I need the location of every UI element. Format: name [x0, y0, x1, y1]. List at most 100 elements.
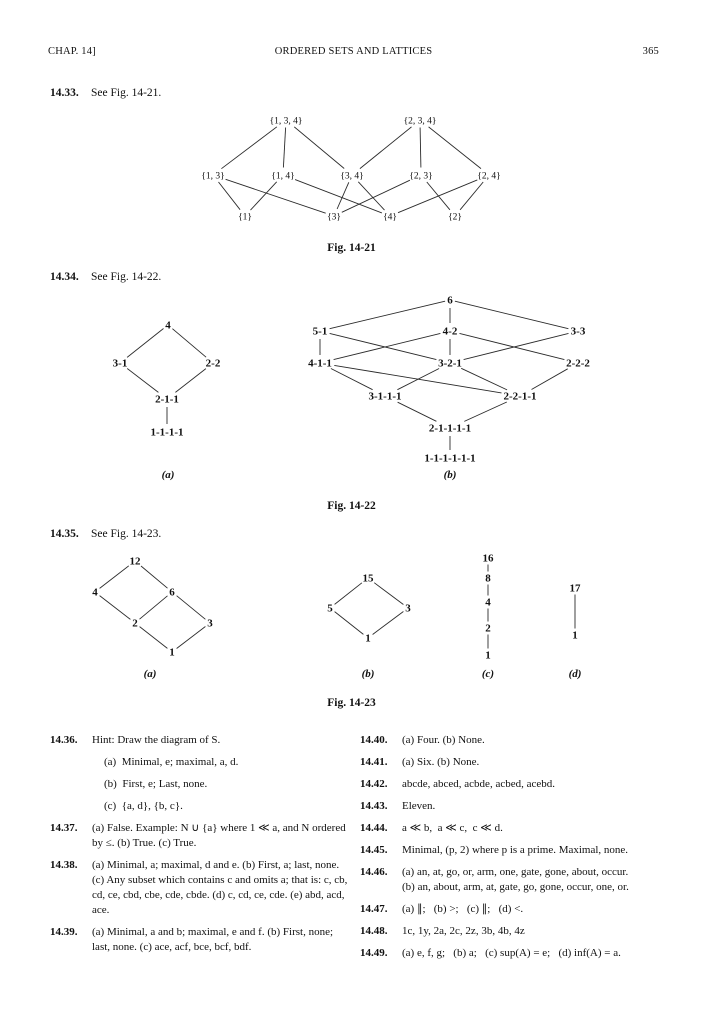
- problem-text: See Fig. 14-21.: [91, 87, 162, 99]
- hasse-node-label: {4}: [383, 213, 397, 223]
- hasse-node-label: 2-1-1: [155, 394, 179, 406]
- hasse-node-label: 2: [132, 618, 138, 630]
- hasse-edge: [357, 181, 385, 211]
- problem-number: 14.34.: [50, 271, 79, 283]
- hasse-node-label: 5-1: [313, 326, 328, 338]
- solution-line: (a) Minimal, a and b; maximal, e and f. …: [92, 926, 336, 953]
- problem-text: See Fig. 14-22.: [91, 271, 162, 283]
- hasse-edge: [139, 595, 168, 620]
- hasse-node-label: 4: [92, 587, 98, 599]
- solution-line: (a) ∥; (b) >; (c) ∥; (d) <.: [402, 903, 524, 915]
- solution-number: 14.45.: [360, 844, 388, 856]
- hasse-node-label: {3}: [327, 213, 341, 223]
- figure-caption-14-22: Fig. 14-22: [327, 500, 376, 512]
- hasse-edge: [397, 368, 440, 391]
- subfigure-label-22a: (a): [161, 469, 175, 481]
- hasse-edge: [175, 368, 207, 393]
- hasse-node-label: 8: [485, 573, 491, 585]
- solution-item: 14.47. (a) ∥; (b) >; (c) ∥; (d) <.: [360, 902, 662, 917]
- solution-text: (a) False. Example: N ∪ {a} where 1 ≪ a,…: [92, 821, 350, 851]
- hasse-edge: [225, 178, 326, 214]
- solution-line: (b) an, about, arm, at, gate, go, gone, …: [402, 881, 629, 893]
- problem-number: 14.35.: [50, 528, 79, 540]
- hasse-edge: [372, 611, 404, 635]
- hasse-edge: [140, 565, 168, 589]
- hasse-node-label: 1: [485, 650, 491, 662]
- hasse-node-label: {3, 4}: [340, 172, 363, 182]
- solution-text: (a) an, at, go, or, arm, one, gate, gone…: [402, 865, 662, 895]
- hasse-node-label: {2, 3, 4}: [404, 117, 437, 127]
- hasse-edge: [294, 179, 383, 214]
- hasse-edge: [341, 179, 411, 213]
- solution-item: 14.37.(a) False. Example: N ∪ {a} where …: [50, 821, 350, 851]
- solution-text: (a) ∥; (b) >; (c) ∥; (d) <.: [402, 902, 662, 917]
- solution-item: 14.40.(a) Four. (b) None.: [360, 733, 662, 748]
- solutions-left-column: 14.36.Hint: Draw the diagram of S.(a) Mi…: [50, 733, 350, 962]
- hasse-edge: [172, 328, 207, 358]
- solution-number: 14.49.: [360, 947, 388, 959]
- solution-text: (a) e, f, g; (b) a; (c) sup(A) = e; (d) …: [402, 946, 662, 961]
- solution-text: Hint: Draw the diagram of S.(a) Minimal,…: [92, 733, 350, 814]
- solution-text: Eleven.: [402, 799, 662, 814]
- solution-number: 14.48.: [360, 925, 388, 937]
- solution-number: 14.38.: [50, 859, 78, 871]
- solution-line: (a) Six. (b) None.: [402, 756, 480, 768]
- hasse-edge: [126, 328, 164, 358]
- hasse-edge: [333, 332, 441, 361]
- solution-item: 14.49. (a) e, f, g; (b) a; (c) sup(A) = e…: [360, 946, 662, 961]
- solution-line: 1c, 1y, 2a, 2c, 2z, 3b, 4b, 4z: [402, 925, 525, 937]
- hasse-node-label: 3-1-1-1: [369, 391, 402, 403]
- solution-item: 14.41. (a) Six. (b) None.: [360, 755, 662, 770]
- hasse-diagram-fig-14-23d: 171: [570, 583, 582, 642]
- page-number: 365: [642, 46, 659, 57]
- solution-item: 14.39.(a) Minimal, a and b; maximal, e a…: [50, 925, 350, 955]
- solution-item: 14.48. 1c, 1y, 2a, 2c, 2z, 3b, 4b, 4z: [360, 924, 662, 939]
- solution-text: abcde, abced, acbde, acbed, acebd.: [402, 777, 662, 792]
- solution-number: 14.42.: [360, 778, 388, 790]
- hasse-node-label: 1: [572, 630, 578, 642]
- solution-text: a ≪ b, a ≪ c, c ≪ d.: [402, 821, 662, 836]
- hasse-node-label: 3: [207, 618, 213, 630]
- hasse-node-label: 12: [130, 556, 142, 568]
- solution-number: 14.43.: [360, 800, 388, 812]
- chapter-label: CHAP. 14]: [48, 46, 96, 57]
- hasse-edge: [176, 595, 206, 620]
- hasse-node-label: {2, 3}: [409, 172, 432, 182]
- solution-subitem: (a) Minimal, e; maximal, a, d.: [104, 756, 239, 768]
- hasse-node-label: 5: [327, 603, 333, 615]
- solution-line: (a) e, f, g; (b) a; (c) sup(A) = e; (d) …: [402, 947, 621, 959]
- solution-number: 14.40.: [360, 734, 388, 746]
- solution-text: (a) Minimal, a and b; maximal, e and f. …: [92, 925, 350, 955]
- hasse-edge: [463, 332, 569, 361]
- hasse-node-label: {2}: [448, 213, 462, 223]
- hasse-edge: [329, 332, 437, 361]
- hasse-node-label: 2-2-2: [566, 358, 590, 370]
- subfigure-label-23d: (d): [568, 668, 582, 680]
- problem-number: 14.33.: [50, 87, 79, 99]
- running-title: ORDERED SETS AND LATTICES: [274, 46, 433, 57]
- hasse-edge: [464, 401, 507, 422]
- hasse-node-label: 2-2: [206, 358, 221, 370]
- problem-14-35: 14.35. See Fig. 14-23.: [50, 527, 161, 542]
- hasse-edge: [218, 181, 241, 210]
- hasse-node-label: 2-1-1-1-1: [429, 423, 471, 435]
- hasse-node-label: 4: [485, 597, 491, 609]
- hasse-node-label: 3-3: [571, 326, 586, 338]
- solution-item: 14.36.Hint: Draw the diagram of S.(a) Mi…: [50, 733, 350, 814]
- hasse-edge: [99, 595, 131, 620]
- solution-text: 1c, 1y, 2a, 2c, 2z, 3b, 4b, 4z: [402, 924, 662, 939]
- hasse-node-label: 2: [485, 623, 491, 635]
- solution-number: 14.47.: [360, 903, 388, 915]
- figure-caption-14-23: Fig. 14-23: [327, 697, 376, 709]
- solution-number: 14.41.: [360, 756, 388, 768]
- solution-text: (a) Six. (b) None.: [402, 755, 662, 770]
- page-header: CHAP. 14] ORDERED SETS AND LATTICES 365: [48, 46, 659, 57]
- hasse-edge: [176, 626, 206, 649]
- hasse-node-label: {1, 3, 4}: [270, 117, 303, 127]
- hasse-edge: [459, 332, 565, 361]
